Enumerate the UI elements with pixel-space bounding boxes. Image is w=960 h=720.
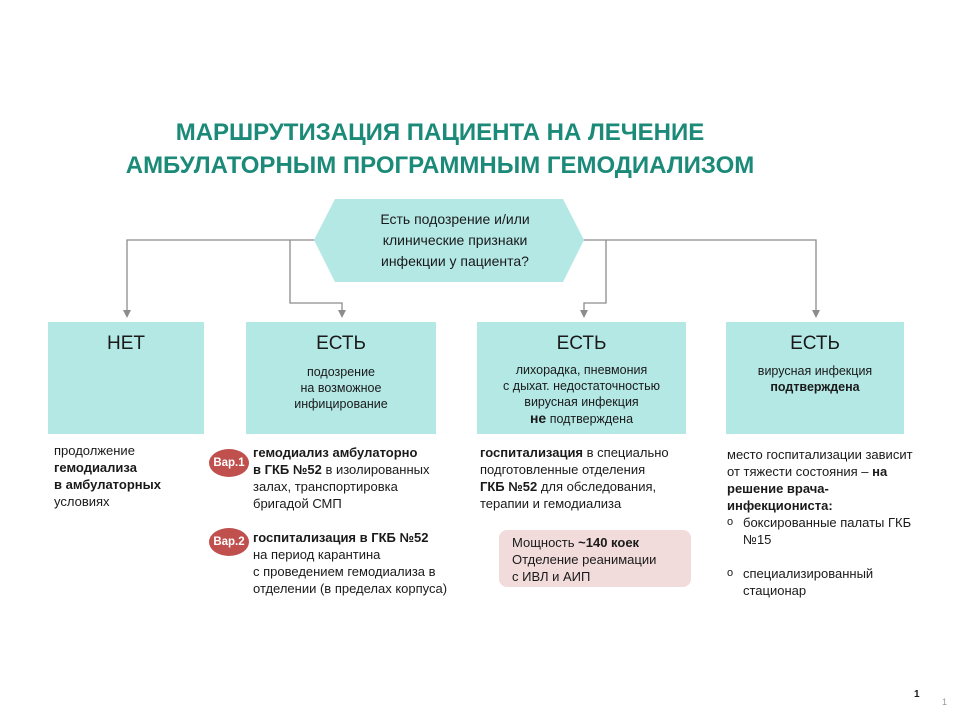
col3-line-1: госпитализация в специально: [480, 444, 700, 461]
col4-bullet-2-line-1: специализированный: [743, 566, 874, 581]
col4-bullet-2-line-2: стационар: [743, 583, 807, 598]
variant-2-line-3: с проведением гемодиализа в: [253, 564, 436, 579]
col3-line-2: подготовленные отделения: [480, 462, 646, 477]
col3-line-4: терапии и гемодиализа: [480, 496, 622, 511]
col3-line-3: ГКБ №52 для обследования,: [480, 478, 700, 495]
box-confirmed-text: вирусная инфекция подтверждена: [726, 363, 904, 395]
box-suspicion-head: ЕСТЬ: [316, 333, 366, 354]
connector-to-unconfirmed: [580, 240, 607, 318]
col4-severity: от тяжести состояния –: [727, 464, 873, 479]
col3-special: в специально: [583, 445, 669, 460]
page-title: МАРШРУТИЗАЦИЯ ПАЦИЕНТА НА ЛЕЧЕНИЕ АМБУЛА…: [40, 116, 840, 182]
box-unconfirmed-not: не: [529, 410, 547, 426]
col4-bullet-2: o специализированный стационар: [727, 565, 942, 599]
capacity-label: Мощность: [512, 535, 579, 550]
variant-2-badge: Вар.2: [209, 528, 249, 556]
col4-line-4: инфекциониста:: [727, 498, 833, 513]
box-suspicion-line-3: инфицирование: [294, 397, 388, 411]
connector-to-suspicion: [289, 240, 346, 318]
question-line-1: Есть подозрение и/или: [380, 211, 530, 227]
box-confirmed-line-1: вирусная инфекция: [757, 364, 873, 378]
variant-1-line-1: гемодиализ амбулаторно: [253, 445, 418, 460]
box-unconfirmed-head: ЕСТЬ: [556, 333, 607, 354]
col3-hospitalization: госпитализация: [480, 445, 584, 460]
col-no-infection-text: продолжение гемодиализа в амбулаторных у…: [54, 442, 224, 510]
col4-on: на: [872, 464, 888, 479]
col1-line-3: в амбулаторных: [54, 477, 161, 492]
capacity-line-3: с ИВЛ и АИП: [512, 569, 591, 584]
col-confirmed-text: место госпитализации зависит от тяжести …: [727, 446, 942, 599]
variant-2-line-1: госпитализация в ГКБ №52: [253, 530, 429, 545]
variant-2-text: госпитализация в ГКБ №52 на период каран…: [253, 529, 478, 597]
box-unconfirmed-line-1: лихорадка, пневмония: [515, 363, 648, 377]
col4-bullet-2-text: специализированный стационар: [743, 565, 873, 599]
variant-1-line-2: в ГКБ №52 в изолированных: [253, 461, 473, 478]
col1-line-1: продолжение: [54, 443, 135, 458]
box-confirmed-head: ЕСТЬ: [790, 333, 840, 354]
capacity-callout: Мощность ~140 коек Отделение реанимации …: [499, 530, 691, 587]
variant-1-isolated: в изолированных: [321, 462, 430, 477]
bullet-icon: o: [727, 516, 734, 528]
col-unconfirmed-text: госпитализация в специально подготовленн…: [480, 444, 700, 512]
box-confirmed: ЕСТЬ вирусная инфекция подтверждена: [726, 322, 904, 434]
page-number-small: 1: [942, 697, 948, 707]
bullet-icon: o: [727, 567, 734, 579]
col4-bullet-1-line-1: боксированные палаты ГКБ: [743, 515, 912, 530]
box-unconfirmed-line-2: с дыхат. недостаточностью: [503, 379, 660, 393]
page-number: 1: [914, 689, 920, 700]
connector-to-confirmed: [580, 239, 820, 318]
capacity-line-1: Мощность ~140 коек: [512, 534, 691, 551]
variant-2-line-2: на период карантина: [253, 547, 381, 562]
box-suspicion-line-2: на возможное: [300, 381, 382, 395]
variant-2-line-4: отделении (в пределах корпуса): [253, 581, 448, 596]
box-unconfirmed-confirmed: подтверждена: [546, 412, 634, 426]
col4-bullet-1-line-2: №15: [743, 532, 772, 547]
col4-bullet-1: o боксированные палаты ГКБ №15: [727, 514, 942, 548]
question-line-3: инфекции у пациента?: [381, 253, 529, 269]
connector-to-net: [123, 239, 330, 318]
variant-1-badge: Вар.1: [209, 449, 249, 477]
col4-line-2: от тяжести состояния – на: [727, 463, 942, 480]
question-hexagon: [314, 199, 584, 282]
box-unconfirmed-line-3: вирусная инфекция: [524, 395, 639, 409]
box-unconfirmed-text: лихорадка, пневмония с дыхат. недостаточ…: [477, 362, 686, 427]
capacity-line-2: Отделение реанимации: [512, 552, 657, 567]
question-text: Есть подозрение и/или клинические призна…: [340, 209, 570, 272]
box-suspicion-text: подозрение на возможное инфицирование: [246, 364, 436, 412]
box-suspicion-line-1: подозрение: [306, 365, 376, 379]
variant-1-line-3: залах, транспортировка: [253, 479, 398, 494]
col1-line-2: гемодиализа: [54, 460, 137, 475]
box-suspicion: ЕСТЬ подозрение на возможное инфицирован…: [246, 322, 436, 434]
col1-line-4: условиях: [54, 494, 110, 509]
col3-hospital: ГКБ №52: [480, 479, 538, 494]
col4-spacer: [727, 548, 942, 565]
col3-exam: для обследования,: [537, 479, 657, 494]
box-no-infection: НЕТ: [48, 322, 204, 434]
col4-line-3: решение врача-: [727, 481, 829, 496]
box-confirmed-line-2: подтверждена: [770, 380, 860, 394]
variant-1-text: гемодиализ амбулаторно в ГКБ №52 в изоли…: [253, 444, 473, 512]
variant-1-line-4: бригадой СМП: [253, 496, 342, 511]
capacity-beds: ~140 коек: [578, 535, 640, 550]
col4-bullet-1-text: боксированные палаты ГКБ №15: [743, 514, 911, 548]
question-line-2: клинические признаки: [382, 232, 528, 248]
box-unconfirmed: ЕСТЬ лихорадка, пневмония с дыхат. недос…: [477, 322, 686, 434]
title-line-2: АМБУЛАТОРНЫМ ПРОГРАММНЫМ ГЕМОДИАЛИЗОМ: [125, 152, 755, 179]
box-no-infection-head: НЕТ: [107, 333, 145, 354]
col4-line-1: место госпитализации зависит: [727, 447, 913, 462]
variant-1-hospital: в ГКБ №52: [253, 462, 322, 477]
title-line-1: МАРШРУТИЗАЦИЯ ПАЦИЕНТА НА ЛЕЧЕНИЕ: [175, 119, 705, 146]
